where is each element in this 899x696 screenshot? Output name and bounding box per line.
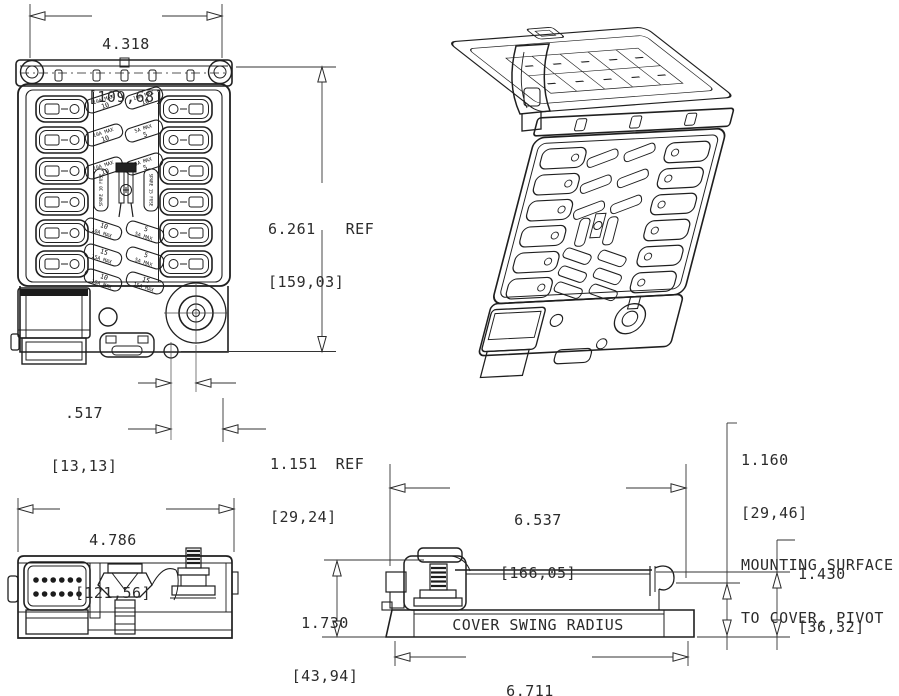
spare-fuse-left: SPARE 10 FUSE [93, 168, 109, 212]
side-base [385, 609, 695, 638]
side-latch-cluster [381, 547, 471, 611]
front-view-base [10, 282, 229, 365]
fuse-amp-label: 10 [100, 101, 110, 111]
bottom-connector [7, 561, 101, 635]
mini-fuse: 10 10A MAX [83, 268, 123, 292]
fuse-rating-label: 5A MAX [134, 123, 153, 134]
fuse-amp-label: 10 [99, 221, 109, 231]
dim-cover-swing: 6.537 [166,05] COVER SWING RADIUS [452, 511, 624, 634]
fuse-amp-label: 10 [140, 97, 150, 107]
fuse-amp-label: 5 [142, 163, 148, 172]
iso-body [478, 107, 735, 379]
iso-fuse-column-left [505, 146, 587, 300]
fuse-rating-label: 5A MAX [134, 257, 153, 268]
cover-latch-tab [526, 27, 565, 40]
dim-mount-to-cover: 1.430 [36,32] [798, 565, 865, 636]
dim-depth-bottom: 4.786 [121,56] [74, 531, 152, 602]
fuse-amp-label: 15 [141, 275, 151, 285]
fuse-amp-label: 5 [143, 225, 149, 234]
mini-fuse: 15 15A MAX [125, 271, 165, 295]
stud-terminal [164, 282, 228, 344]
screw-boss-right [207, 59, 233, 85]
iso-fuse-column-right [629, 140, 711, 294]
fuse-column-left [35, 95, 89, 278]
dim-mount-to-pivot: 1.160 [29,46] MOUNTING SURFACE TO COVER,… [741, 451, 894, 627]
iso-mini-fuses [553, 142, 656, 302]
spare-fuse-right: SPARE 15 FUSE [143, 168, 159, 212]
mounting-hole [98, 307, 118, 327]
iso-cover [451, 27, 732, 113]
dim-stud-offset: .517 [13,13] [50, 404, 118, 475]
fuse-rating-label: 5A MAX [134, 231, 153, 242]
fuse-puller [115, 162, 137, 218]
mini-fuse: 5 5A MAX [125, 246, 165, 270]
connector-side-tab [7, 575, 19, 603]
fuse-amp-label: 15 [99, 247, 109, 257]
dim-length-overall: 6.711 [170 45] [506, 682, 554, 696]
screw-boss-left [19, 59, 45, 85]
spare-fuse-label: SPARE 10 FUSE [99, 173, 104, 206]
iso-hinge-arm [511, 43, 552, 132]
fuse-rating-label: 5A MAX [134, 156, 153, 167]
side-view-dimensions [322, 422, 795, 666]
front-view-dimensions [29, 4, 336, 442]
mini-fuse: 5A MAX 5 [124, 119, 164, 143]
bottom-latch [97, 563, 153, 635]
front-view: 10A MAX 10 10A MAX 10 10A MAX 10 5A MAX … [10, 4, 336, 442]
spare-fuse-label: SPARE 15 FUSE [149, 174, 154, 207]
side-view [322, 422, 795, 666]
mini-fuse: 10A MAX 10 [84, 123, 124, 147]
side-hinge [649, 565, 675, 610]
bottom-stud [170, 547, 216, 599]
fuse-amp-label: 5 [143, 251, 149, 260]
dim-width-top: 4.318 [109,68] [87, 35, 165, 106]
bottom-end-view [7, 498, 239, 639]
isometric-view [451, 27, 735, 379]
fuse-amp-label: 5 [142, 130, 148, 139]
fuse-column-right [159, 95, 213, 278]
hinge-knuckles [54, 57, 195, 82]
mini-fuse: 5 5A MAX [125, 220, 165, 244]
dim-height-side: 1.730 [43,94] [291, 614, 359, 685]
bottom-view-dimensions [17, 498, 235, 552]
latch-plug [99, 332, 155, 358]
fuse-amp-label: 10 [100, 167, 110, 177]
fuse-amp-label: 10 [100, 134, 110, 144]
fuse-amp-label: 10 [99, 272, 109, 282]
iso-stud-terminal [613, 295, 647, 335]
